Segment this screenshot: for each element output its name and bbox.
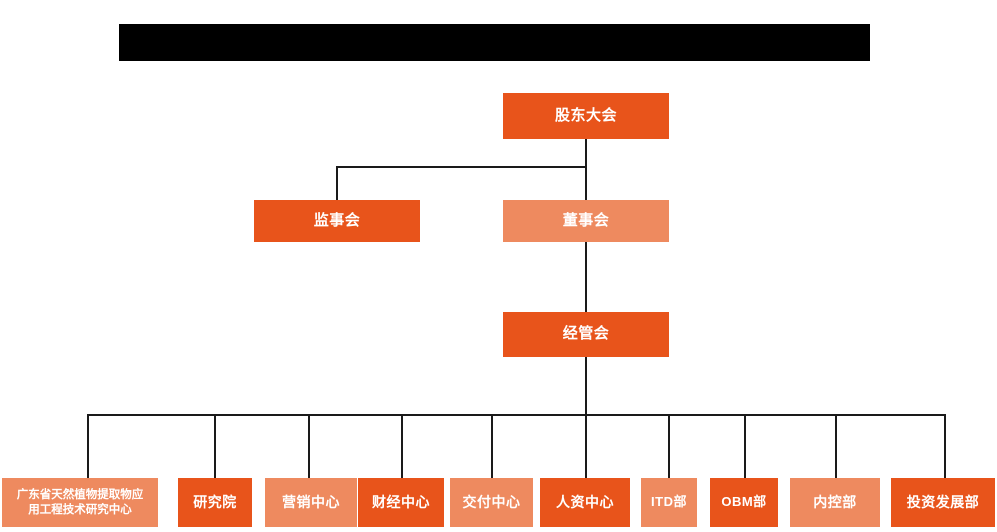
connector-drop-research-center <box>87 414 89 478</box>
node-research-institute[interactable]: 研究院 <box>178 478 252 527</box>
node-itd-department[interactable]: ITD部 <box>641 478 697 527</box>
node-board-of-directors[interactable]: 董事会 <box>503 200 669 242</box>
node-management-committee[interactable]: 经管会 <box>503 312 669 357</box>
connector-shareholders-stem <box>585 139 587 167</box>
connector-drop-supervisors <box>336 166 338 200</box>
connector-directors-to-management <box>585 242 587 312</box>
node-obm-department[interactable]: OBM部 <box>710 478 778 527</box>
research-center-label-line1: 广东省天然植物提取物应 <box>16 489 144 502</box>
node-research-center[interactable]: 广东省天然植物提取物应 用工程技术研究中心 <box>2 478 158 527</box>
connector-management-to-departments <box>585 357 587 415</box>
node-shareholders-meeting[interactable]: 股东大会 <box>503 93 669 139</box>
connector-drop-hr-center <box>585 414 587 478</box>
connector-drop-research-institute <box>214 414 216 478</box>
research-center-label-line2: 用工程技术研究中心 <box>28 503 132 516</box>
connector-department-bus <box>87 414 945 416</box>
node-board-of-supervisors[interactable]: 监事会 <box>254 200 420 242</box>
node-finance-center[interactable]: 财经中心 <box>358 478 444 527</box>
connector-drop-directors <box>585 166 587 200</box>
connector-drop-obm-department <box>744 414 746 478</box>
redacted-title-bar <box>119 24 870 61</box>
node-investment-development-department[interactable]: 投资发展部 <box>891 478 995 527</box>
connector-drop-delivery-center <box>491 414 493 478</box>
connector-drop-itd-department <box>668 414 670 478</box>
node-human-resources-center[interactable]: 人资中心 <box>540 478 630 527</box>
connector-drop-marketing-center <box>308 414 310 478</box>
connector-drop-investment-development <box>944 414 946 478</box>
connector-drop-internal-control <box>835 414 837 478</box>
node-marketing-center[interactable]: 营销中心 <box>265 478 357 527</box>
connector-supervisor-bus <box>336 166 586 168</box>
node-internal-control-department[interactable]: 内控部 <box>790 478 880 527</box>
connector-drop-finance-center <box>401 414 403 478</box>
node-delivery-center[interactable]: 交付中心 <box>450 478 533 527</box>
